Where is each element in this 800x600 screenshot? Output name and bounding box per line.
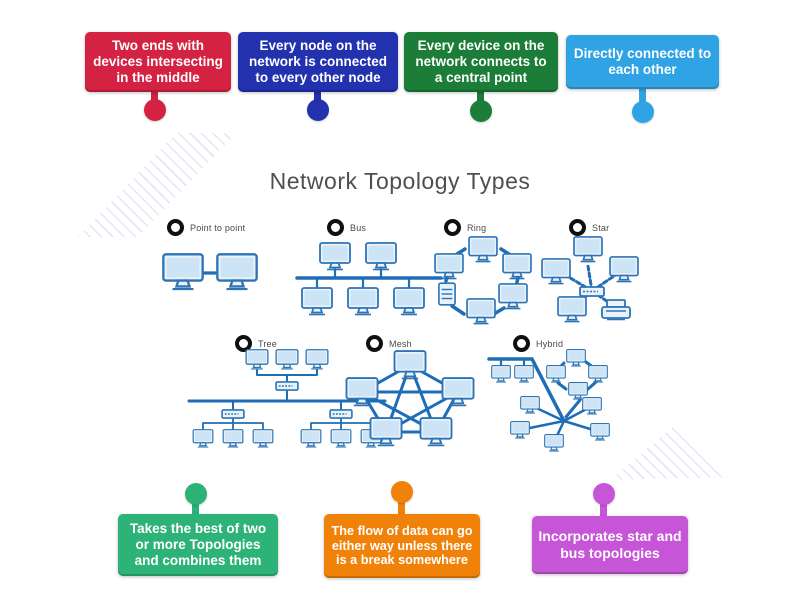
topology-name: Mesh [389, 338, 412, 349]
label-stem [600, 501, 607, 519]
page-title: Network Topology Types [269, 168, 531, 194]
label-pin-dot[interactable] [307, 99, 329, 121]
topology-tag-mesh: Mesh [366, 335, 412, 352]
topology-tag-hybrid: Hybrid [513, 335, 563, 352]
topology-name: Star [592, 222, 610, 233]
topology-tag-bus: Bus [327, 219, 366, 236]
label-stem [477, 86, 484, 105]
decor-stripes-bottom-right [610, 424, 730, 480]
topology-name: Point to point [190, 222, 246, 233]
tree-diagram [187, 349, 387, 448]
answer-label[interactable]: Every device on the network connects to … [404, 32, 558, 92]
label-stem [192, 501, 199, 517]
drop-pin-icon[interactable] [366, 335, 383, 352]
bus-diagram [295, 242, 443, 316]
star-diagram [541, 236, 639, 323]
label-callout-blue: Every node on the network is connected t… [238, 32, 398, 121]
drop-pin-icon[interactable] [513, 335, 530, 352]
label-callout-purple: Incorporates star and bus topologies [532, 483, 688, 574]
drop-pin-icon[interactable] [167, 219, 184, 236]
drop-pin-icon[interactable] [235, 335, 252, 352]
mesh-diagram [345, 350, 475, 447]
label-stem [398, 499, 405, 517]
label-callout-orange: The flow of data can go either way unles… [324, 481, 480, 578]
label-stem [314, 86, 321, 104]
label-pin-dot[interactable] [632, 101, 654, 123]
ring-diagram [434, 236, 532, 325]
answer-label[interactable]: Directly connected to each other [566, 35, 719, 89]
topology-tag-tree: Tree [235, 335, 277, 352]
topology-name: Ring [467, 222, 487, 233]
label-callout-green: Every device on the network connects to … [404, 32, 558, 122]
point-to-point-diagram [162, 253, 258, 291]
label-callout-teal: Takes the best of two or more Topologies… [118, 483, 278, 576]
topology-name: Bus [350, 222, 367, 233]
answer-label[interactable]: Every node on the network is connected t… [238, 32, 398, 92]
answer-label[interactable]: Two ends with devices intersecting in th… [85, 32, 231, 92]
topology-name: Tree [258, 338, 277, 349]
topology-tag-ring: Ring [444, 219, 486, 236]
label-pin-dot[interactable] [470, 100, 492, 122]
label-callout-lightblue: Directly connected to each other [566, 35, 719, 123]
answer-label[interactable]: The flow of data can go either way unles… [324, 514, 480, 578]
drop-pin-icon[interactable] [327, 219, 344, 236]
label-callout-red: Two ends with devices intersecting in th… [85, 32, 231, 121]
label-pin-dot[interactable] [391, 481, 413, 503]
label-pin-dot[interactable] [185, 483, 207, 505]
label-stem [639, 83, 646, 104]
label-pin-dot[interactable] [593, 483, 615, 505]
drop-pin-icon[interactable] [569, 219, 586, 236]
topology-tag-point-to-point: Point to point [167, 219, 245, 236]
drop-pin-icon[interactable] [444, 219, 461, 236]
label-pin-dot[interactable] [144, 99, 166, 121]
topology-name: Hybrid [536, 338, 564, 349]
label-stem [151, 86, 158, 104]
answer-label[interactable]: Incorporates star and bus topologies [532, 516, 688, 574]
topology-tag-star: Star [569, 219, 609, 236]
hybrid-diagram [487, 349, 610, 452]
answer-label[interactable]: Takes the best of two or more Topologies… [118, 514, 278, 576]
